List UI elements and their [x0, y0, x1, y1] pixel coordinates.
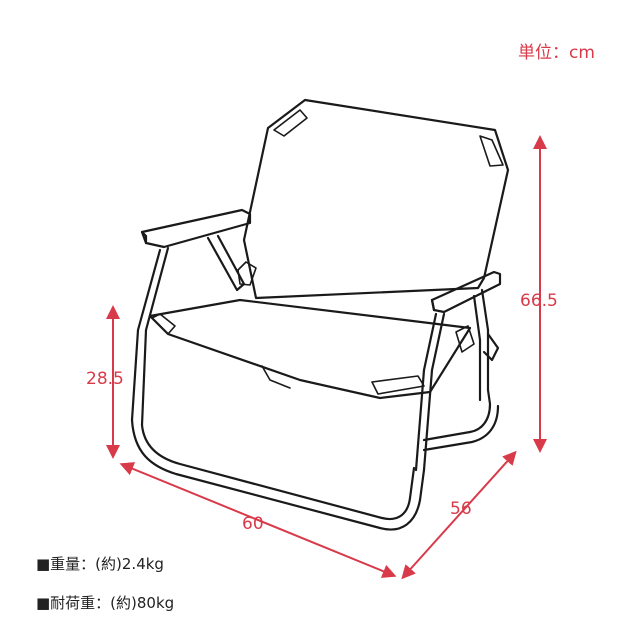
- backrest: [242, 98, 510, 300]
- backrest-corner-right: [479, 135, 504, 167]
- dimension-height-total: 66.5: [520, 135, 558, 453]
- spec-load-capacity: ■耐荷重：(約)80kg: [36, 594, 175, 612]
- base-frame: [130, 418, 426, 531]
- right-armrest: [430, 270, 502, 314]
- unit-label: 単位：cm: [518, 43, 595, 63]
- spec-weight: ■重量：(約)2.4kg: [36, 555, 164, 573]
- seat-height-label: 28.5: [86, 369, 124, 389]
- width-label: 60: [242, 514, 264, 534]
- dimension-width: 60: [119, 462, 397, 578]
- left-armrest: [140, 208, 252, 249]
- depth-label: 56: [450, 499, 472, 519]
- height-total-label: 66.5: [520, 291, 558, 311]
- chair-illustration: [130, 98, 510, 531]
- seat: [148, 298, 472, 400]
- dimension-seat-height: 28.5: [86, 305, 124, 459]
- backrest-corner-left: [273, 109, 308, 137]
- dimension-depth: 56: [401, 450, 517, 580]
